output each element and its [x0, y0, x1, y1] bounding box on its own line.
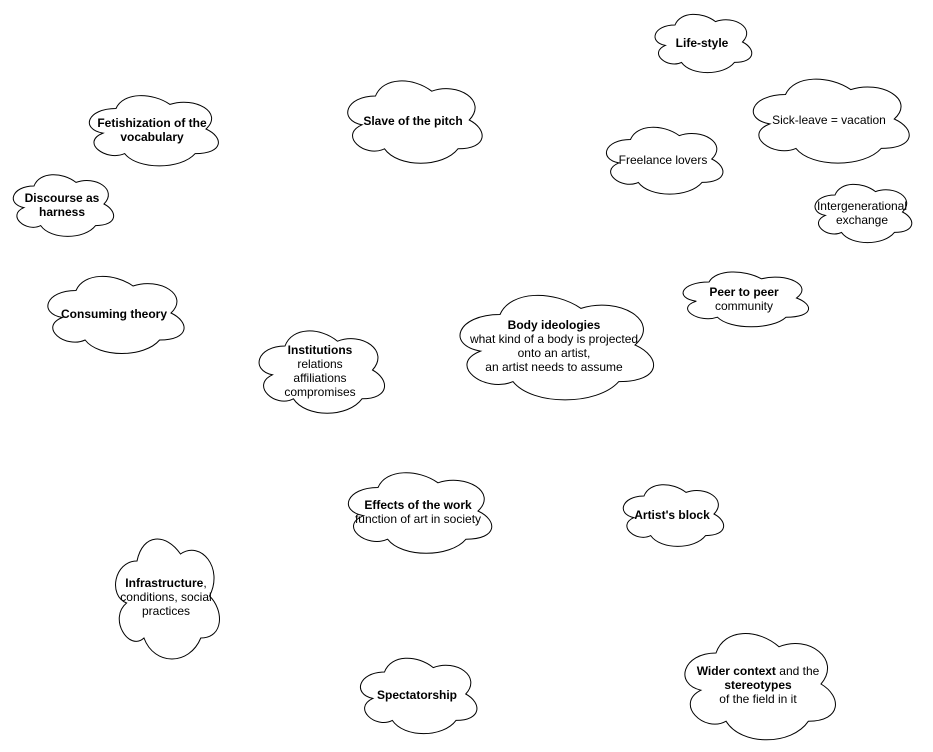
label-text: Sick-leave = vacation [772, 113, 886, 127]
cloud-artists-block[interactable] [622, 484, 724, 547]
cloud-label-line: affiliations [284, 371, 355, 385]
label-text: an artist needs to assume [485, 360, 623, 374]
cloud-label-consuming-theory: Consuming theory [61, 307, 167, 321]
cloud-peer-to-peer[interactable] [682, 271, 809, 328]
label-text: relations [297, 357, 343, 371]
cloud-infrastructure[interactable] [115, 538, 220, 660]
label-text: community [714, 299, 773, 313]
cloud-label-line: relations [284, 357, 355, 371]
cloud-label-line: Fetishization of the [97, 116, 206, 130]
label-bold-text: Peer to peer [709, 285, 779, 299]
cloud-sick-leave[interactable] [752, 78, 910, 164]
cloud-label-spectatorship: Spectatorship [377, 688, 457, 702]
cloud-label-sick-leave: Sick-leave = vacation [772, 113, 886, 127]
label-text: exchange [835, 213, 889, 227]
cloud-label-line: onto an artist, [470, 346, 638, 360]
cloud-label-line: vocabulary [97, 130, 206, 144]
label-text: Intergenerational [816, 199, 908, 213]
cloud-label-line: function of art in society [355, 512, 481, 526]
label-bold-text: Body ideologies [507, 318, 601, 332]
cloud-label-line: Consuming theory [61, 307, 167, 321]
cloud-label-line: community [709, 299, 778, 313]
cloud-effects-of-the-work[interactable] [347, 472, 493, 554]
cloud-label-line: Effects of the work [355, 498, 481, 512]
label-text: and the [775, 664, 820, 678]
label-text: , [203, 576, 207, 590]
label-bold-text: Artist's block [634, 508, 710, 522]
cloud-label-line: an artist needs to assume [470, 360, 638, 374]
cloud-spectatorship[interactable] [360, 657, 478, 735]
cloud-label-line: Peer to peer [709, 285, 778, 299]
cloud-label-line: harness [25, 205, 100, 219]
cloud-label-line: Wider context and the [697, 664, 820, 678]
cloud-label-line: of the field in it [697, 692, 820, 706]
cloud-fetishization[interactable] [88, 95, 219, 167]
cloud-freelance-lovers[interactable] [606, 126, 724, 195]
label-bold-text: Institutions [287, 343, 353, 357]
cloud-intergenerational[interactable] [814, 183, 913, 243]
cloud-consuming-theory[interactable] [47, 275, 185, 354]
label-text: onto an artist, [517, 346, 591, 360]
cloud-slave-of-the-pitch[interactable] [347, 80, 483, 164]
cloud-label-line: what kind of a body is projected [470, 332, 638, 346]
cloud-discourse-as-harness[interactable] [12, 174, 114, 237]
label-text: what kind of a body is projected [469, 332, 639, 346]
label-text: conditions, social [120, 590, 212, 604]
label-text: Freelance lovers [618, 153, 708, 167]
cloud-label-line: Intergenerational [817, 199, 907, 213]
cloud-label-artists-block: Artist's block [634, 508, 710, 522]
cloud-label-line: stereotypes [697, 678, 820, 692]
cloud-label-line: Slave of the pitch [363, 114, 462, 128]
cloud-label-line: Artist's block [634, 508, 710, 522]
label-bold-text: Infrastructure [125, 576, 204, 590]
label-bold-text: Discourse as [24, 191, 100, 205]
cloud-label-life-style: Life-style [676, 36, 729, 50]
cloud-label-line: exchange [817, 213, 907, 227]
cloud-label-line: Institutions [284, 343, 355, 357]
label-text: compromises [284, 385, 356, 399]
cloud-life-style[interactable] [654, 13, 753, 73]
label-text: of the field in it [719, 692, 797, 706]
cloud-label-line: Body ideologies [470, 318, 638, 332]
label-bold-text: Slave of the pitch [363, 114, 463, 128]
label-bold-text: stereotypes [724, 678, 792, 692]
cloud-body-ideologies[interactable] [459, 294, 654, 401]
label-bold-text: vocabulary [120, 130, 184, 144]
cloud-label-slave-of-the-pitch: Slave of the pitch [363, 114, 462, 128]
cloud-label-line: Freelance lovers [619, 153, 708, 167]
label-bold-text: Consuming theory [60, 307, 168, 321]
label-text: practices [141, 604, 191, 618]
cloud-label-line: practices [120, 604, 211, 618]
cloud-label-freelance-lovers: Freelance lovers [619, 153, 708, 167]
label-bold-text: Life-style [675, 36, 729, 50]
cloud-label-line: Spectatorship [377, 688, 457, 702]
label-bold-text: Wider context [696, 664, 776, 678]
cloud-wider-context[interactable] [684, 633, 836, 741]
cloud-institutions[interactable] [258, 330, 386, 414]
label-bold-text: Fetishization of the [97, 116, 207, 130]
label-text: function of art in society [354, 512, 482, 526]
label-bold-text: Spectatorship [376, 688, 458, 702]
label-bold-text: harness [38, 205, 86, 219]
label-text: affiliations [293, 371, 347, 385]
label-bold-text: Effects of the work [364, 498, 472, 512]
cloud-label-line: Discourse as [25, 191, 100, 205]
cloud-label-line: conditions, social [120, 590, 211, 604]
cloud-label-line: Sick-leave = vacation [772, 113, 886, 127]
cloud-label-line: compromises [284, 385, 355, 399]
cloud-label-line: Life-style [676, 36, 729, 50]
cloud-label-line: Infrastructure, [120, 576, 211, 590]
